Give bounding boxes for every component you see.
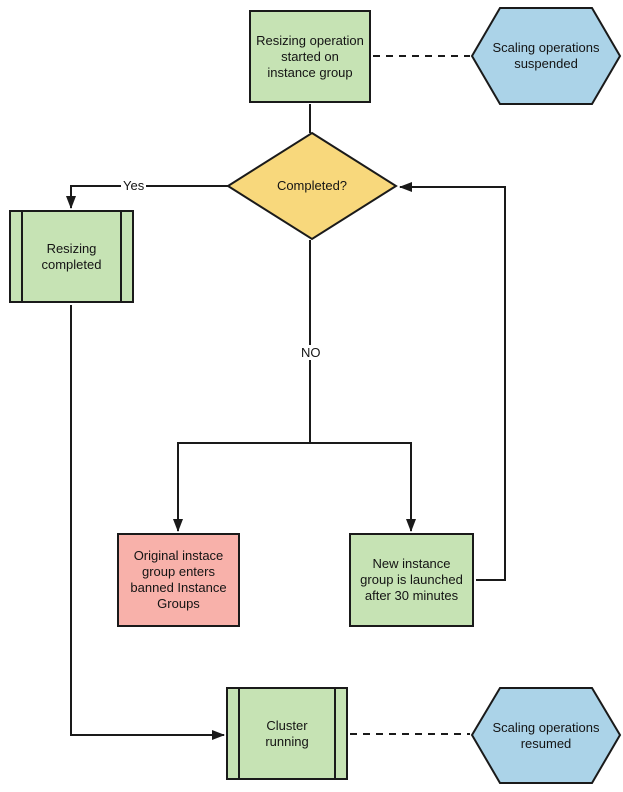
node-new-instance-group: New instance group is launched after 30 … — [349, 533, 474, 627]
node-cluster-running: Cluster running — [226, 687, 348, 780]
hexagon-scaling-suspended-shape — [470, 7, 622, 105]
decision-completed-shape — [226, 131, 398, 241]
edge-new-group-to-decision — [399, 182, 506, 581]
edge-decision-yes-to-resizing — [66, 185, 228, 209]
hexagon-scaling-resumed-shape — [470, 687, 622, 784]
edge-label-no: NO — [299, 345, 323, 360]
edge-label-yes: Yes — [121, 178, 147, 193]
node-resizing-started: Resizing operation started on instance g… — [249, 10, 371, 103]
node-banned-instance-groups: Original instace group enters banned Ins… — [117, 533, 240, 627]
edge-resizing-to-cluster — [70, 305, 225, 740]
node-resizing-completed: Resizing completed — [9, 210, 134, 303]
